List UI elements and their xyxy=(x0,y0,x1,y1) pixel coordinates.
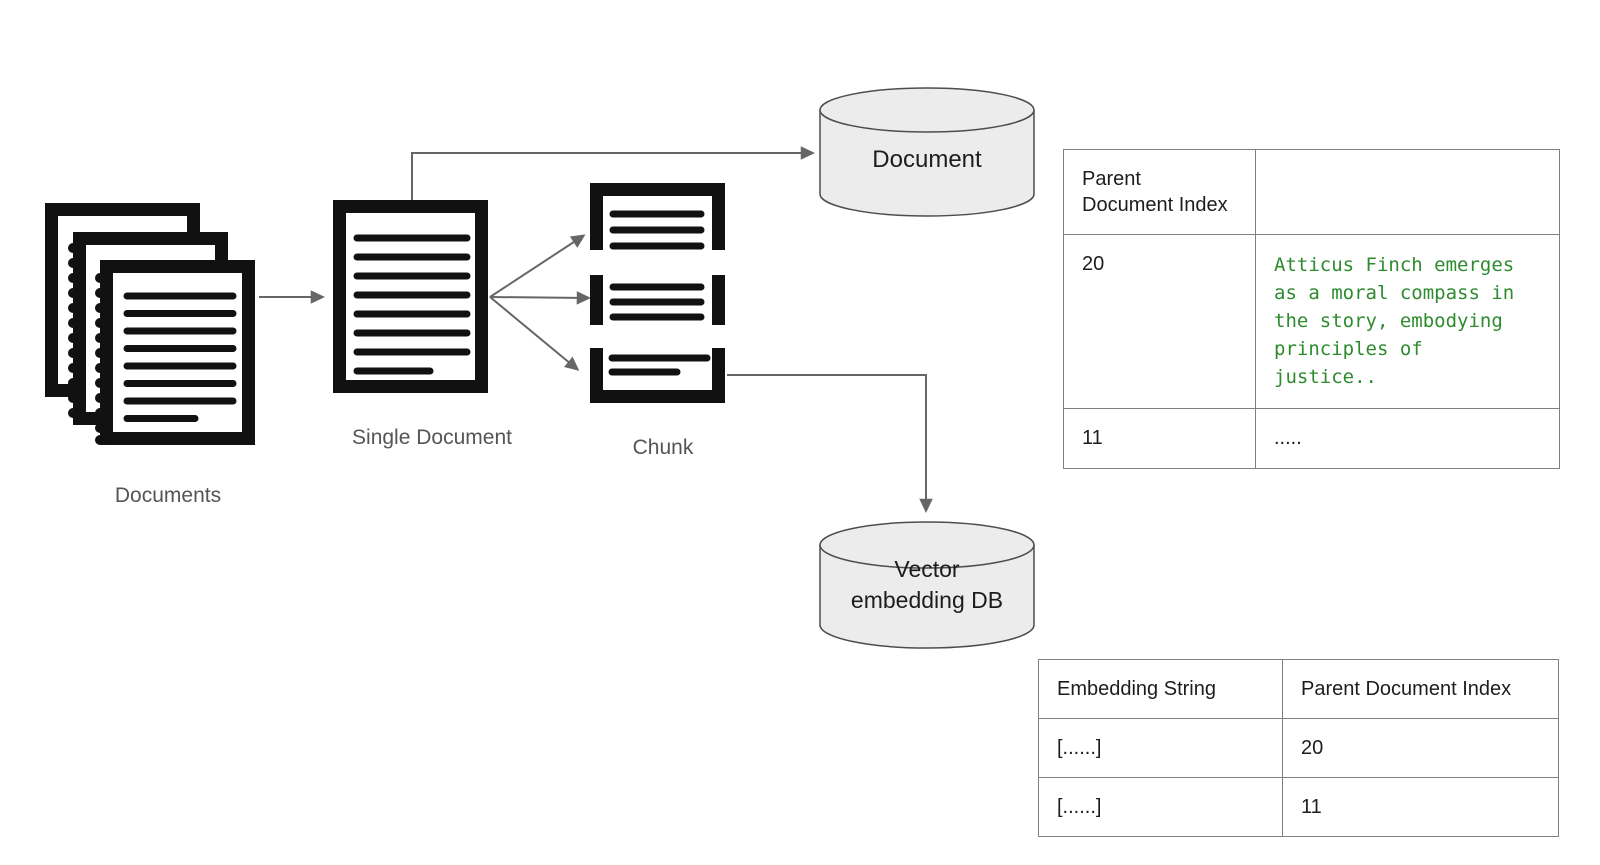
table-row: [......] 20 xyxy=(1038,718,1559,778)
cell-parent-index: 20 xyxy=(1282,718,1559,778)
cell-embedding: [......] xyxy=(1038,777,1283,837)
header-parent-document-index: Parent Document Index xyxy=(1282,659,1559,719)
parent-document-table: Parent Document Index 20 Atticus Finch e… xyxy=(1063,149,1560,469)
header-empty xyxy=(1255,149,1560,235)
cell-embedding: [......] xyxy=(1038,718,1283,778)
arrow-single-to-chunk-bottom xyxy=(489,296,580,371)
arrow-single-to-chunk-top xyxy=(489,234,586,298)
table-row: 20 Atticus Finch emerges as a moral comp… xyxy=(1063,234,1560,409)
arrow-chunk-to-vector-db xyxy=(727,374,933,513)
single-document-label: Single Document xyxy=(352,426,512,449)
table-header-row: Embedding String Parent Document Index xyxy=(1038,659,1559,719)
chunk-content-text: Atticus Finch emerges as a moral compass… xyxy=(1274,254,1515,388)
vector-db-cylinder xyxy=(819,521,1035,649)
chunk-strip-top xyxy=(590,183,725,250)
vector-db-label: Vector embedding DB xyxy=(850,556,1004,613)
chunk-label: Chunk xyxy=(632,436,694,459)
document-text-lines xyxy=(353,234,471,375)
page-front xyxy=(100,260,255,445)
document-db-cylinder xyxy=(819,87,1035,217)
documents-label: Documents xyxy=(114,484,222,507)
page-text-lines xyxy=(123,292,237,422)
documents-stack-icon xyxy=(45,203,255,445)
header-parent-document-index: Parent Document Index xyxy=(1063,149,1256,235)
chunked-document-icon xyxy=(590,183,725,403)
cell-chunk-content: ..... xyxy=(1255,408,1560,469)
document-db-label: Document xyxy=(872,146,982,173)
cell-parent-index: 11 xyxy=(1063,408,1256,469)
single-document-icon xyxy=(333,200,488,393)
page-scalloped-edges xyxy=(68,243,105,445)
cell-parent-index: 11 xyxy=(1282,777,1559,837)
cell-chunk-content: Atticus Finch emerges as a moral compass… xyxy=(1255,234,1560,409)
arrow-single-to-document-db xyxy=(411,146,815,200)
chunk-strip-bottom xyxy=(590,348,725,403)
table-header-row: Parent Document Index xyxy=(1063,149,1560,235)
table-row: [......] 11 xyxy=(1038,777,1559,837)
embedding-table: Embedding String Parent Document Index [… xyxy=(1038,659,1559,837)
header-embedding-string: Embedding String xyxy=(1038,659,1283,719)
chunk-strip-middle xyxy=(590,275,725,325)
arrow-single-to-chunk-middle xyxy=(489,291,591,305)
cell-parent-index: 20 xyxy=(1063,234,1256,409)
table-row: 11 ..... xyxy=(1063,408,1560,469)
